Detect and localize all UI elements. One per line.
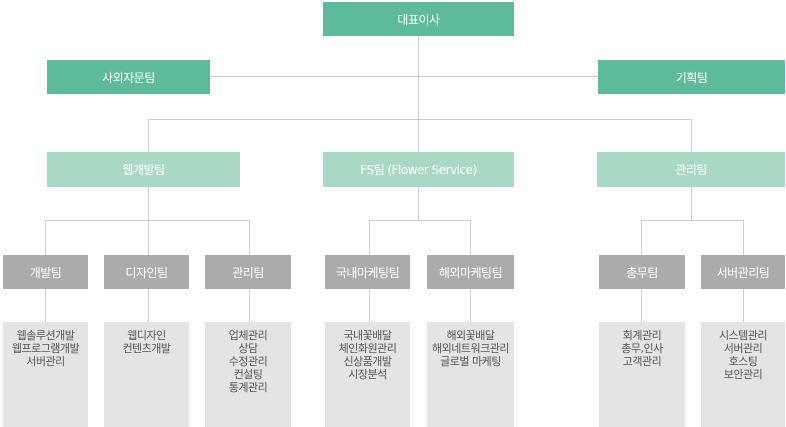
duty-item: 통계관리 xyxy=(228,381,268,394)
planning-team-label: 기획팀 xyxy=(675,70,708,85)
duty-item: 해외꽃배달 xyxy=(446,329,495,342)
duty-item: 글로벌 마케팅 xyxy=(440,355,501,368)
team-design-label: 디자인팀 xyxy=(125,265,168,280)
team-web-management-label: 관리팀 xyxy=(232,265,264,280)
duties-overseas-marketing: 해외꽃배달 해외네트워크관리 글로벌 마케팅 xyxy=(427,322,514,427)
duty-item: 웹솔루션개발 xyxy=(16,329,75,342)
duty-item: 국내꽃배달 xyxy=(343,329,392,342)
team-web-management-box: 관리팀 xyxy=(205,255,291,289)
team-domestic-marketing-box: 국내마케팅팀 xyxy=(325,255,410,289)
advisory-team-box: 사외자문팀 xyxy=(47,60,210,94)
duty-item: 총무,인사 xyxy=(621,342,663,355)
team-dev-box: 개발팀 xyxy=(3,255,88,289)
duties-web-management: 업체관리 상담 수정관리 컨설팅 통계관리 xyxy=(205,322,291,427)
duty-item: 체인화원관리 xyxy=(338,342,397,355)
duty-item: 웹프로그램개발 xyxy=(11,342,80,355)
duty-item: 수정관리 xyxy=(228,355,268,368)
division-web-dev-label: 웹개발팀 xyxy=(122,163,165,177)
duty-item: 서버관리 xyxy=(26,355,65,368)
division-management-box: 관리팀 xyxy=(597,152,785,187)
duty-item: 업체관리 xyxy=(228,329,268,342)
division-fs-label: FS팀 (Flower Service) xyxy=(360,163,477,177)
team-general-affairs-box: 총무팀 xyxy=(599,255,685,289)
duty-item: 시스템관리 xyxy=(718,329,768,342)
duty-item: 회계관리 xyxy=(622,329,662,342)
duty-item: 상담 xyxy=(238,342,258,355)
team-dev-label: 개발팀 xyxy=(29,265,62,280)
duty-item: 컨설팅 xyxy=(233,368,263,381)
duties-dev: 웹솔루션개발 웹프로그램개발 서버관리 xyxy=(3,322,88,427)
division-web-dev-box: 웹개발팀 xyxy=(47,152,240,187)
duty-item: 보안관리 xyxy=(723,368,763,381)
ceo-label: 대표이사 xyxy=(397,12,440,27)
duty-item: 서버관리 xyxy=(723,342,763,355)
duties-general-affairs: 회계관리 총무,인사 고객관리 xyxy=(599,322,685,427)
duties-server-management: 시스템관리 서버관리 호스팅 보안관리 xyxy=(701,322,785,427)
duty-item: 고객관리 xyxy=(622,355,662,368)
duty-item: 컨텐츠개발 xyxy=(122,342,171,355)
duties-design: 웹디자인 컨텐츠개발 xyxy=(104,322,189,427)
duty-item: 시장분석 xyxy=(348,368,387,381)
duty-item: 호스팅 xyxy=(728,355,758,368)
planning-team-box: 기획팀 xyxy=(598,60,785,94)
team-server-management-box: 서버관리팀 xyxy=(701,255,785,289)
ceo-box: 대표이사 xyxy=(323,2,514,36)
team-overseas-marketing-box: 해외마케팅팀 xyxy=(427,255,514,289)
duty-item: 신상품개발 xyxy=(343,355,392,368)
division-management-label: 관리팀 xyxy=(675,163,707,177)
team-design-box: 디자인팀 xyxy=(104,255,189,289)
team-general-affairs-label: 총무팀 xyxy=(626,265,658,280)
duty-item: 웹디자인 xyxy=(127,329,166,342)
team-domestic-marketing-label: 국내마케팅팀 xyxy=(335,265,400,280)
advisory-team-label: 사외자문팀 xyxy=(102,70,155,85)
duty-item: 해외네트워크관리 xyxy=(432,342,509,355)
division-fs-box: FS팀 (Flower Service) xyxy=(323,152,514,187)
duties-domestic-marketing: 국내꽃배달 체인화원관리 신상품개발 시장분석 xyxy=(325,322,410,427)
team-server-management-label: 서버관리팀 xyxy=(716,265,770,280)
team-overseas-marketing-label: 해외마케팅팀 xyxy=(438,265,503,280)
